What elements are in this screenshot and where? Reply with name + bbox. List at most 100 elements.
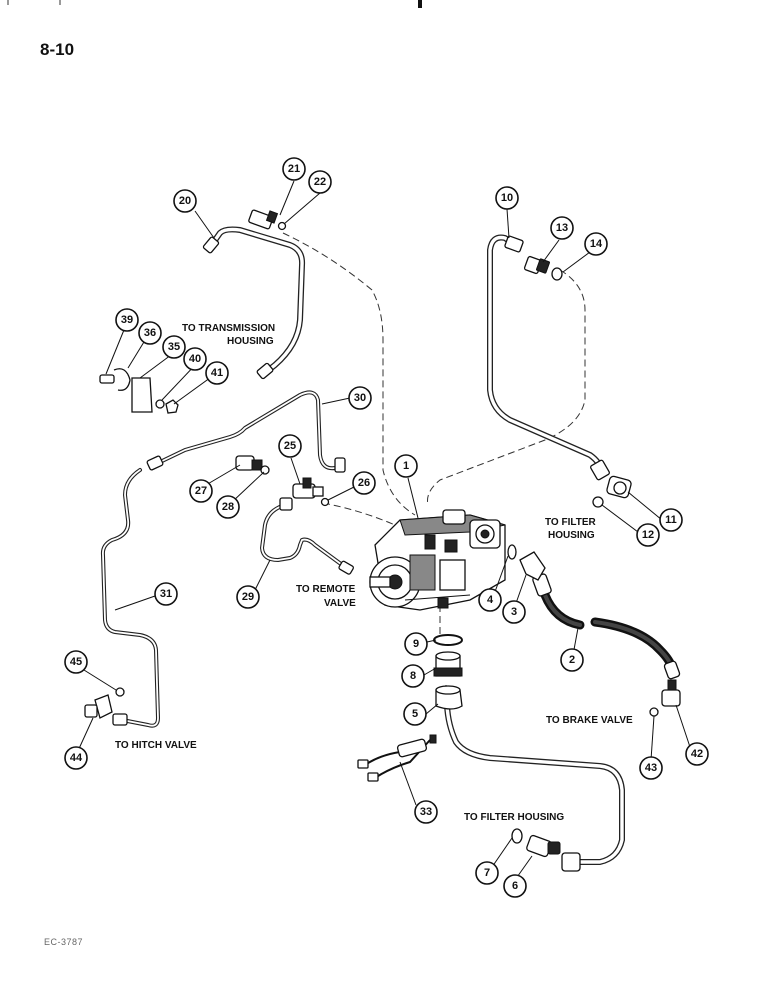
fitting-25 xyxy=(292,477,330,507)
hydraulic-pump xyxy=(369,509,506,611)
svg-text:36: 36 xyxy=(144,327,156,339)
adapter-8 xyxy=(433,634,463,677)
svg-text:11: 11 xyxy=(665,514,677,526)
callout-13: 13 xyxy=(550,216,574,240)
fitting-21 xyxy=(248,209,287,231)
svg-text:21: 21 xyxy=(288,163,300,175)
svg-text:35: 35 xyxy=(168,341,180,353)
tube-30 xyxy=(146,390,346,473)
svg-text:42: 42 xyxy=(691,748,703,760)
to-brake-label: TO BRAKE VALVE xyxy=(546,715,633,726)
svg-text:13: 13 xyxy=(556,222,568,234)
svg-text:31: 31 xyxy=(160,588,172,600)
svg-text:5: 5 xyxy=(412,708,418,720)
svg-text:33: 33 xyxy=(420,806,432,818)
to-filter-label-1: TO FILTER xyxy=(545,517,597,528)
dashed-connection-lines xyxy=(282,232,586,690)
callout-43: 43 xyxy=(639,756,663,780)
fitting-27 xyxy=(235,455,270,475)
leader-lines xyxy=(75,180,691,881)
callout-31: 31 xyxy=(154,582,178,606)
svg-text:14: 14 xyxy=(590,238,603,250)
destination-labels: TO TRANSMISSION HOUSING TO FILTER HOUSIN… xyxy=(115,323,633,823)
callout-40: 40 xyxy=(183,347,207,371)
fitting-6 xyxy=(511,828,561,858)
callout-30: 30 xyxy=(348,386,372,410)
tube-20 xyxy=(202,226,306,380)
tube-31 xyxy=(100,468,160,728)
page-number: 8-10 xyxy=(40,40,75,59)
hose-2 xyxy=(532,573,681,680)
callout-29: 29 xyxy=(236,585,260,609)
callout-12: 12 xyxy=(636,523,660,547)
svg-text:27: 27 xyxy=(195,485,207,497)
callout-28: 28 xyxy=(216,495,240,519)
tube-29 xyxy=(260,497,354,575)
top-edge-marks xyxy=(7,0,422,8)
svg-text:41: 41 xyxy=(211,367,223,379)
callout-10: 10 xyxy=(495,186,519,210)
callout-35: 35 xyxy=(162,335,186,359)
callout-1: 1 xyxy=(394,454,418,478)
to-hitch-label: TO HITCH VALVE xyxy=(115,740,197,751)
callouts: 1 2 3 4 5 6 7 8 9 10 11 12 13 14 20 21 2… xyxy=(64,157,709,898)
tube-5 xyxy=(435,685,625,872)
callout-36: 36 xyxy=(138,321,162,345)
elbow-44 xyxy=(84,687,125,719)
svg-text:6: 6 xyxy=(512,880,518,892)
svg-text:10: 10 xyxy=(501,192,513,204)
callout-14: 14 xyxy=(584,232,608,256)
svg-text:4: 4 xyxy=(487,594,494,606)
callout-3: 3 xyxy=(502,600,526,624)
to-remote-label-2: VALVE xyxy=(324,598,356,609)
tee-42 xyxy=(649,679,681,717)
svg-text:25: 25 xyxy=(284,440,296,452)
svg-text:39: 39 xyxy=(121,314,133,326)
callout-5: 5 xyxy=(403,702,427,726)
callout-4: 4 xyxy=(478,588,502,612)
callout-27: 27 xyxy=(189,479,213,503)
svg-text:40: 40 xyxy=(189,353,201,365)
svg-text:45: 45 xyxy=(70,656,82,668)
callout-22: 22 xyxy=(308,170,332,194)
svg-text:3: 3 xyxy=(511,606,517,618)
to-filter-label-2: HOUSING xyxy=(548,530,595,541)
svg-text:28: 28 xyxy=(222,501,234,513)
tube-10 xyxy=(487,234,610,481)
svg-text:8: 8 xyxy=(410,670,416,682)
to-remote-label-1: TO REMOTE xyxy=(296,584,356,595)
fitting-11 xyxy=(592,475,632,508)
callout-11: 11 xyxy=(659,508,683,532)
figure-code: EC-3787 xyxy=(44,937,84,947)
callout-21: 21 xyxy=(282,157,306,181)
callout-20: 20 xyxy=(173,189,197,213)
callout-25: 25 xyxy=(278,434,302,458)
svg-text:26: 26 xyxy=(358,477,370,489)
callout-6: 6 xyxy=(503,874,527,898)
svg-text:9: 9 xyxy=(413,638,419,650)
callout-41: 41 xyxy=(205,361,229,385)
to-transmission-label-1: TO TRANSMISSION xyxy=(182,323,275,334)
elbow-3 xyxy=(507,544,546,581)
callout-9: 9 xyxy=(404,632,428,656)
callout-42: 42 xyxy=(685,742,709,766)
svg-text:30: 30 xyxy=(354,392,366,404)
callout-8: 8 xyxy=(401,664,425,688)
bracket-assembly xyxy=(99,368,179,414)
to-transmission-label-2: HOUSING xyxy=(227,336,274,347)
svg-text:2: 2 xyxy=(569,654,575,666)
fitting-13 xyxy=(523,255,563,281)
svg-text:44: 44 xyxy=(70,752,83,764)
callout-26: 26 xyxy=(352,471,376,495)
svg-text:7: 7 xyxy=(484,867,490,879)
svg-text:12: 12 xyxy=(642,529,654,541)
callout-45: 45 xyxy=(64,650,88,674)
to-filter-housing-label: TO FILTER HOUSING xyxy=(464,812,564,823)
callout-33: 33 xyxy=(414,800,438,824)
sensor-33 xyxy=(357,734,437,782)
svg-text:43: 43 xyxy=(645,762,657,774)
callout-7: 7 xyxy=(475,861,499,885)
callout-2: 2 xyxy=(560,648,584,672)
svg-text:1: 1 xyxy=(403,460,409,472)
